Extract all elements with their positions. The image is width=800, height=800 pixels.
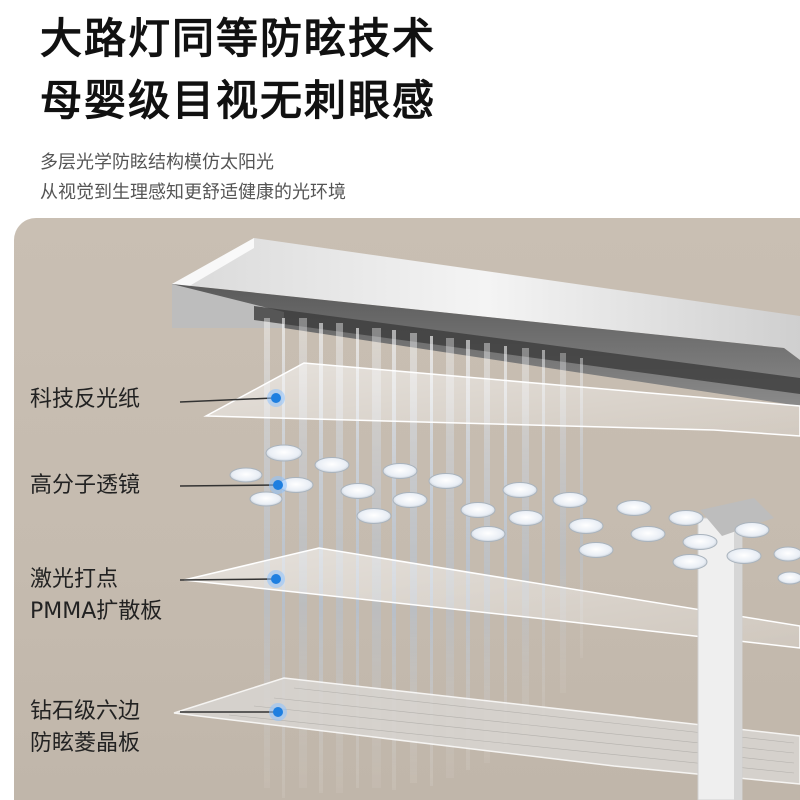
lens-cluster <box>229 444 800 585</box>
subtitle-line-2: 从视觉到生理感知更舒适健康的光环境 <box>40 182 346 203</box>
marker-dot-icon <box>271 574 281 584</box>
label-polymer-lens: 高分子透镜 <box>30 473 141 498</box>
headline-line-2: 母婴级目视无刺眼感 <box>40 76 437 125</box>
label-diamond-line-1: 钻石级六边 <box>30 699 141 724</box>
subtitle-line-1: 多层光学防眩结构模仿太阳光 <box>40 152 274 173</box>
callout-leaders <box>179 389 287 721</box>
reflective-paper-plate <box>203 362 800 437</box>
headline-line-1: 大路灯同等防眩技术 <box>40 14 437 63</box>
layer-stack-graphic <box>172 238 800 800</box>
marker-dot-icon <box>271 393 281 403</box>
marker-dot-icon <box>273 480 283 490</box>
label-diamond-line-2: 防眩菱晶板 <box>30 731 141 756</box>
label-reflective-paper: 科技反光纸 <box>30 387 141 412</box>
lamp-stand <box>697 498 774 800</box>
pmma-diffuser-plate <box>183 547 800 649</box>
exploded-lamp-illustration: 科技反光纸 高分子透镜 激光打点 PMMA扩散板 钻石级六边 防眩菱晶板 <box>14 218 800 800</box>
label-pmma-line-2: PMMA扩散板 <box>30 599 163 624</box>
label-pmma-line-1: 激光打点 <box>30 567 119 592</box>
marker-dot-icon <box>273 707 283 717</box>
